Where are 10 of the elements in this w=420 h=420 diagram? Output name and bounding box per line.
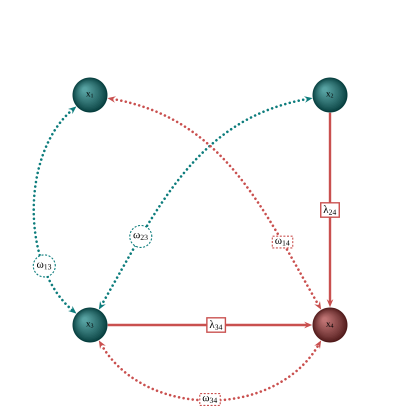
edge-label: λ$_{24}$ [320,202,340,218]
edge-label: ω$_{34}$ [199,392,221,406]
node-label: x$_{2}$ [326,92,334,98]
node-label: x$_{3}$ [86,322,94,328]
node-label: x$_{4}$ [326,322,334,328]
edge-label: ω$_{13}$ [32,254,56,278]
node-label: x$_{1}$ [86,92,94,98]
edge-label: ω$_{23}$ [129,224,152,248]
edge-label: ω$_{14}$ [272,236,294,248]
edge-label: λ$_{34}$ [206,317,226,333]
